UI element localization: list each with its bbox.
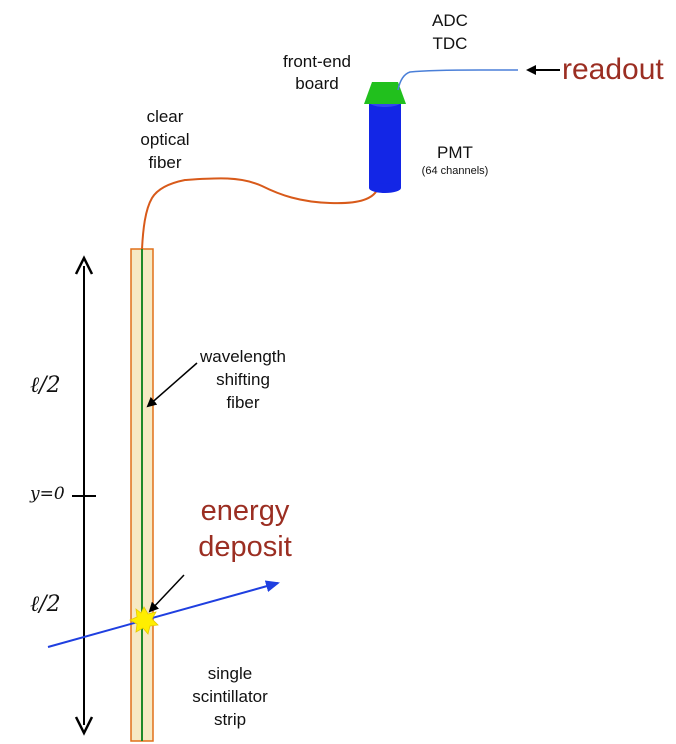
pmt: [369, 97, 401, 193]
y-zero-label: y=0: [30, 484, 65, 504]
wls-wavelength-label: wavelength: [199, 347, 286, 366]
half-length-bottom-label: ℓ/2: [30, 592, 61, 617]
readout-cable: [397, 69, 518, 91]
clear-label: clear: [146, 107, 184, 126]
half-length-top-label: ℓ/2: [30, 373, 61, 398]
deposit-label: deposit: [198, 531, 292, 563]
board-label: board: [295, 74, 339, 93]
strip-label: strip: [213, 710, 247, 729]
energy-deposit-star-icon: [129, 606, 159, 635]
energy-label: energy: [200, 495, 290, 527]
front-end-label: front-end: [282, 52, 352, 71]
pmt-channels-label: (64 channels): [421, 165, 489, 177]
optical-label: optical: [140, 130, 190, 149]
wls-pointer-arrow: [146, 362, 198, 408]
adc-label: ADC: [432, 11, 468, 30]
energy-pointer-arrow: [148, 574, 185, 613]
readout-label: readout: [562, 53, 664, 86]
tdc-label: TDC: [432, 34, 468, 53]
fiber-label: fiber: [148, 153, 182, 172]
wls-shifting-label: shifting: [216, 370, 270, 389]
single-label: single: [207, 664, 253, 683]
scintillator-label: scintillator: [192, 687, 268, 706]
front-end-board: [364, 82, 406, 104]
length-arrow: [72, 255, 96, 736]
pmt-label: PMT: [437, 143, 473, 162]
clear-optical-fiber: [141, 177, 378, 250]
wls-fiber-label: fiber: [226, 393, 260, 412]
particle-track: [47, 580, 280, 648]
